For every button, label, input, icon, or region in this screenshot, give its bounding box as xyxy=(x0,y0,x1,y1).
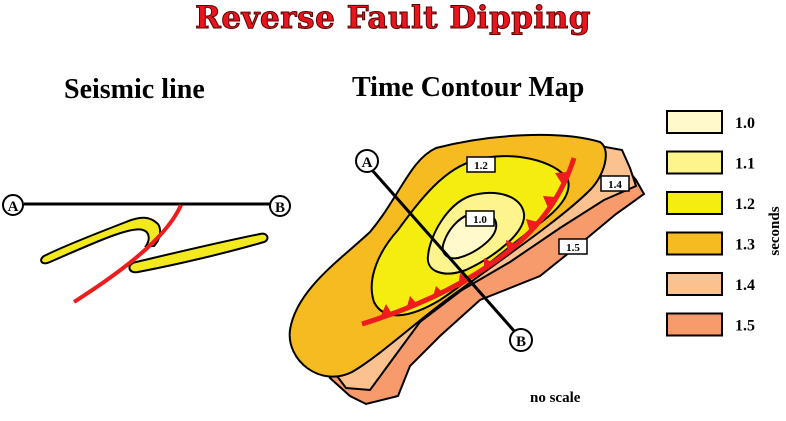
legend-item: 1.3 xyxy=(666,231,755,256)
fault-tooth xyxy=(432,286,444,300)
point-b-marker-map: B xyxy=(509,328,533,352)
point-b-label-left: B xyxy=(275,200,285,216)
contour-label-1-5: 1.5 xyxy=(558,238,588,255)
legend-swatch xyxy=(666,231,723,256)
point-a-marker-map: A xyxy=(355,149,379,173)
point-a-label-map: A xyxy=(362,155,373,171)
point-b-label-map: B xyxy=(516,334,526,350)
legend-unit-label: seconds xyxy=(767,206,783,255)
legend-swatch xyxy=(666,272,723,296)
point-a-label-left: A xyxy=(8,199,19,215)
no-scale-note: no scale xyxy=(530,390,581,406)
fault-tooth xyxy=(406,296,418,310)
fault-tooth xyxy=(555,172,567,184)
legend-label: 1.3 xyxy=(735,237,755,254)
legend-label: 1.1 xyxy=(735,156,755,173)
time-contour-map: A B 1.2 1.0 1.4 1.5 no xyxy=(288,133,646,406)
fault-trace-section xyxy=(72,204,183,304)
svg-text:1.0: 1.0 xyxy=(473,214,487,226)
fault-tooth xyxy=(380,304,392,318)
diagram-title: Reverse Fault Dipping xyxy=(195,0,591,37)
fault-teeth xyxy=(380,172,567,318)
legend-item: 1.0 xyxy=(666,110,755,134)
fault-tooth xyxy=(543,196,555,208)
fault-tooth xyxy=(484,258,495,272)
legend: 1.0 1.1 1.2 1.3 1.4 1.5 xyxy=(666,110,755,337)
svg-text:1.5: 1.5 xyxy=(566,242,580,254)
svg-text:1.4: 1.4 xyxy=(608,179,622,191)
legend-swatch xyxy=(666,312,723,337)
legend-label: 1.4 xyxy=(735,277,755,294)
fault-tooth xyxy=(526,219,538,232)
contour-label-1-4: 1.4 xyxy=(600,175,630,192)
legend-label: 1.2 xyxy=(735,196,755,213)
profile-line-a-b xyxy=(370,169,517,333)
seismic-line-heading: Seismic line xyxy=(64,74,205,105)
legend-item: 1.5 xyxy=(666,312,755,337)
point-b-marker-left: B xyxy=(269,195,291,217)
legend-swatch xyxy=(666,150,723,175)
point-a-marker-left: A xyxy=(2,194,24,216)
fault-tooth xyxy=(506,240,518,254)
seismic-line-section: A B xyxy=(2,194,291,304)
legend-swatch xyxy=(666,191,723,215)
contour-label-1-2: 1.2 xyxy=(466,156,496,173)
svg-text:1.2: 1.2 xyxy=(474,160,488,172)
hanging-wall-horizon xyxy=(40,216,162,265)
legend-item: 1.4 xyxy=(666,272,755,296)
contour-label-1-0: 1.0 xyxy=(465,210,495,227)
legend-swatch xyxy=(666,110,723,134)
time-contour-map-heading: Time Contour Map xyxy=(352,72,585,103)
legend-item: 1.2 xyxy=(666,191,755,215)
fault-tooth xyxy=(458,273,470,288)
legend-label: 1.5 xyxy=(735,318,755,335)
footwall-horizon xyxy=(128,232,269,274)
legend-label: 1.0 xyxy=(735,115,755,132)
legend-item: 1.1 xyxy=(666,150,755,175)
